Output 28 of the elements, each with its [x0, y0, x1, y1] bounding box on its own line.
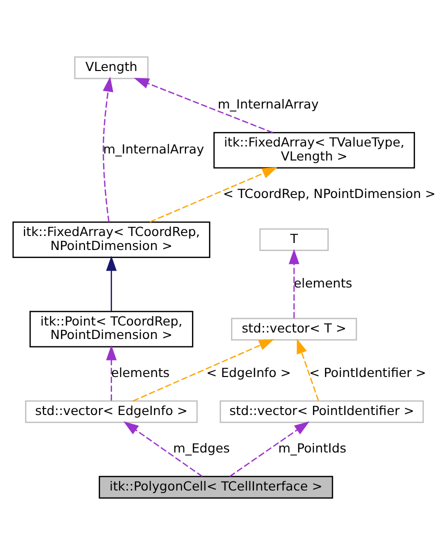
- node-box: std::vector< EdgeInfo >: [25, 400, 198, 423]
- edge-label: m_Edges: [173, 440, 230, 456]
- arrow: [150, 167, 278, 222]
- arrow: [123, 421, 203, 477]
- node-box: T: [259, 228, 329, 252]
- node-box: itk::Point< TCoordRep, NPointDimension >: [30, 310, 194, 348]
- edge-label: m_InternalArray: [103, 141, 204, 156]
- node-box: itk::FixedArray< TCoordRep, NPointDimension >: [12, 221, 210, 258]
- node-box: std::vector< PointIdentifier >: [220, 400, 424, 423]
- edge-label: < TCoordRep, NPointDimension >: [223, 186, 436, 202]
- edge-label: m_InternalArray: [218, 96, 319, 112]
- node-box: itk::FixedArray< TValueType, VLength >: [213, 132, 415, 169]
- node-box: std::vector< T >: [231, 318, 358, 340]
- arrow: [106, 256, 117, 312]
- arrow: [229, 421, 310, 477]
- arrow: [288, 249, 300, 318]
- arrow: [102, 76, 114, 222]
- arrow: [296, 338, 319, 401]
- edge-label: elements: [294, 276, 352, 291]
- edge-label: elements: [111, 365, 170, 380]
- node-box: itk::PolygonCell< TCellInterface >: [98, 476, 334, 499]
- arrow: [134, 78, 273, 134]
- edge-label: < EdgeInfo >: [206, 365, 291, 380]
- edge-label: < PointIdentifier >: [309, 365, 426, 380]
- arrow: [106, 345, 117, 401]
- edge-label: m_PointIds: [278, 440, 346, 456]
- node-box: VLength: [74, 56, 149, 80]
- arrow: [132, 339, 274, 402]
